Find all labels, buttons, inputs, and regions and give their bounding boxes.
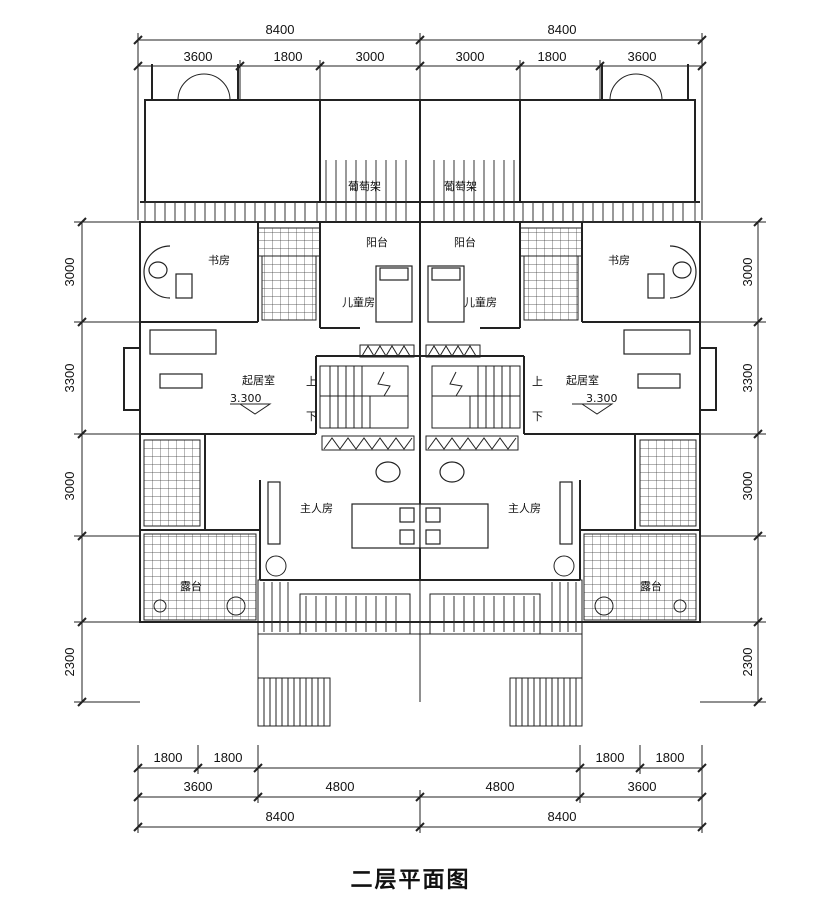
dim-top-sub-4: 3000 (456, 49, 485, 64)
label-level-left: 3.300 (230, 392, 262, 405)
label-balcony-right: 阳台 (454, 235, 476, 249)
dim-right-4: 2300 (740, 648, 755, 677)
pergola-slats (325, 160, 515, 222)
dim-bottom-r1-1: 1800 (154, 750, 183, 765)
furniture (143, 245, 697, 549)
label-living-right: 起居室 (566, 373, 599, 387)
dim-left-2: 3300 (62, 364, 77, 393)
label-child-right: 儿童房 (464, 295, 497, 309)
interior-stairs (319, 365, 521, 429)
label-master-right: 主人房 (508, 502, 541, 515)
label-child-left: 儿童房 (342, 295, 375, 309)
label-master-left: 主人房 (300, 502, 333, 515)
dim-right-1: 3000 (740, 258, 755, 287)
dim-right-3: 3000 (740, 472, 755, 501)
dim-left-3: 3000 (62, 472, 77, 501)
right-dimensions (700, 217, 766, 707)
dim-left-1: 3000 (62, 258, 77, 287)
dim-bottom-r2-4: 3600 (628, 779, 657, 794)
dim-right-2: 3300 (740, 364, 755, 393)
label-study-right: 书房 (608, 254, 630, 267)
bottom-dimensions (133, 745, 707, 833)
dim-top-sub-5: 1800 (538, 49, 567, 64)
dim-bottom-r2-2: 4800 (326, 779, 355, 794)
label-study-left: 书房 (208, 254, 230, 267)
wardrobes (321, 344, 519, 451)
dim-bottom-total-left: 8400 (266, 809, 295, 824)
top-railings (144, 201, 696, 223)
label-stair-down-left: 下 (306, 410, 317, 423)
master-balcony (257, 579, 583, 702)
dim-top-sub-6: 3600 (628, 49, 657, 64)
dim-bottom-r2-1: 3600 (184, 779, 213, 794)
label-living-left: 起居室 (242, 373, 275, 387)
dim-bottom-r1-4: 1800 (656, 750, 685, 765)
dim-top-sub-2: 1800 (274, 49, 303, 64)
drawing-title: 二层平面图 (350, 868, 471, 893)
entrance-stairs (257, 677, 583, 727)
label-terrace-right: 露台 (640, 579, 662, 593)
label-pergola-right: 葡萄架 (444, 180, 477, 193)
top-door-swings (177, 73, 663, 101)
dim-top-sub-3: 3000 (356, 49, 385, 64)
left-dimensions (74, 217, 140, 707)
dim-left-4: 2300 (62, 648, 77, 677)
label-stair-up-right: 上 (532, 375, 543, 388)
label-balcony-left: 阳台 (366, 235, 388, 249)
dim-bottom-r1-2: 1800 (214, 750, 243, 765)
label-stair-down-right: 下 (532, 410, 543, 423)
dim-top-sub-1: 3600 (184, 49, 213, 64)
dim-bottom-total-right: 8400 (548, 809, 577, 824)
label-level-right: 3.300 (586, 392, 618, 405)
level-markers (230, 403, 614, 415)
label-pergola-left: 葡萄架 (348, 180, 381, 193)
dim-top-total-left: 8400 (266, 22, 295, 37)
top-dimensions (133, 33, 707, 220)
label-terrace-left: 露台 (180, 579, 202, 593)
tiled-areas (143, 227, 697, 621)
dim-top-total-right: 8400 (548, 22, 577, 37)
label-stair-up-left: 上 (306, 375, 317, 388)
dim-bottom-r2-3: 4800 (486, 779, 515, 794)
master-balcony-slats (263, 582, 577, 632)
dim-bottom-r1-3: 1800 (596, 750, 625, 765)
plants (153, 555, 687, 616)
